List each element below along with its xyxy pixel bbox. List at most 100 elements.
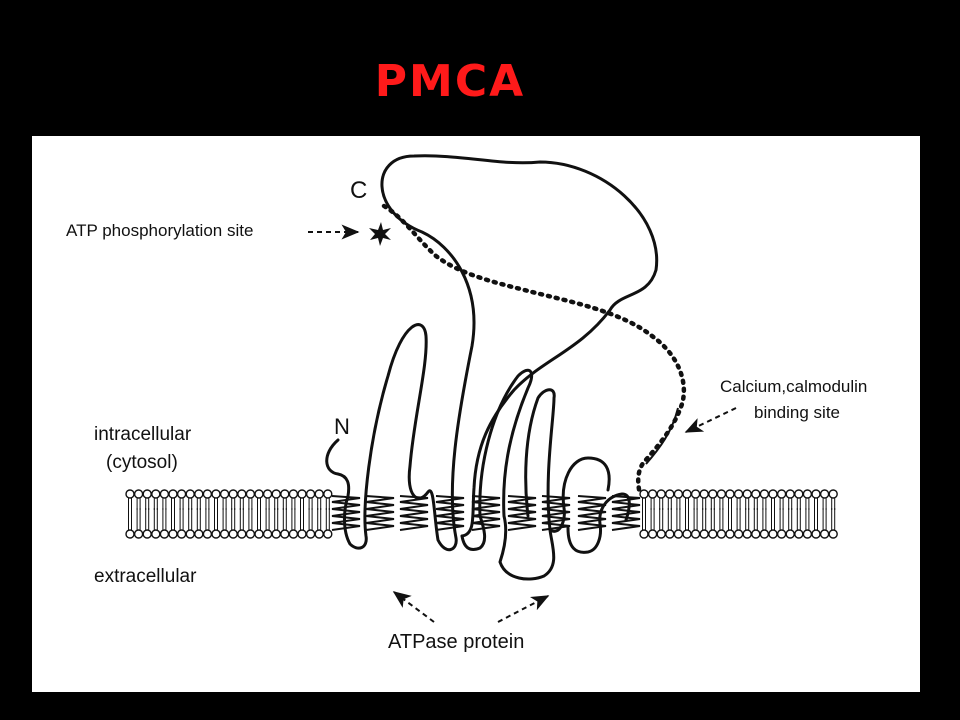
lipid-tail: [753, 508, 758, 530]
lipid-head: [682, 529, 692, 539]
lipid-tail: [188, 508, 193, 530]
lipid-head: [725, 529, 735, 539]
lipid-head: [759, 529, 770, 539]
lipid-head: [151, 529, 161, 539]
protein-chain-2: [460, 368, 611, 581]
lipid-head: [185, 489, 195, 499]
lipid-head: [280, 489, 290, 499]
lipid-tail: [728, 508, 732, 530]
lipid-tail: [274, 508, 279, 530]
lipid-head: [168, 529, 178, 539]
lipid-head: [665, 529, 675, 539]
lipid-head: [262, 529, 273, 539]
lipid-tail: [308, 508, 313, 530]
lipid-head: [794, 489, 804, 499]
lipid-head: [656, 489, 666, 499]
lipid-tail: [831, 508, 836, 530]
lipid-head: [776, 489, 787, 499]
lipid-head: [751, 529, 761, 539]
helix-segment: [611, 495, 641, 531]
lipid-head: [142, 489, 152, 499]
lipid-head: [699, 529, 709, 539]
lipid-tail: [179, 508, 184, 530]
lipid-head: [794, 529, 804, 539]
lipid-head: [305, 529, 316, 539]
lipid-tail: [650, 508, 655, 530]
lipid-head: [665, 489, 675, 499]
lipid-head: [305, 489, 316, 499]
lipid-tail: [788, 508, 793, 530]
slide-title: PMCA: [374, 56, 526, 107]
lipid-tail: [248, 508, 253, 530]
lipid-tail: [265, 508, 270, 530]
lipid-head: [323, 529, 333, 539]
lipid-head: [733, 489, 744, 499]
lipid-head: [647, 489, 658, 499]
lipid-head: [151, 489, 161, 499]
lipid-head: [639, 489, 649, 499]
lipid-head: [211, 489, 221, 499]
lipid-tail: [659, 508, 664, 530]
c-terminal-tail: [381, 203, 687, 497]
lipid-head: [811, 489, 821, 499]
lipid-head: [280, 529, 290, 539]
helix-segment: [577, 495, 607, 531]
calmodulin-label-line1: Calcium,calmodulin: [720, 377, 867, 396]
lipid-tail: [145, 508, 150, 530]
extracellular-label: extracellular: [94, 566, 197, 587]
lipid-tail: [171, 508, 175, 530]
lipid-head: [125, 529, 135, 539]
lipid-head: [682, 489, 692, 499]
lipid-head: [323, 489, 333, 499]
lipid-tail: [222, 508, 227, 530]
helix-segment: [435, 495, 465, 531]
lipid-tail: [136, 508, 141, 530]
lipid-tail: [771, 508, 775, 530]
lipid-head: [125, 489, 135, 499]
cytosol-label: (cytosol): [106, 452, 178, 473]
lipid-head: [288, 489, 299, 499]
lipid-head: [751, 489, 761, 499]
lipid-head: [297, 489, 307, 499]
lipid-head: [742, 529, 752, 539]
lipid-head: [802, 489, 813, 499]
lipid-head: [159, 529, 170, 539]
lipid-tail: [300, 508, 304, 530]
lipid-head: [759, 489, 770, 499]
lipid-head: [185, 529, 195, 539]
lipid-head: [802, 529, 813, 539]
lipid-head: [776, 529, 787, 539]
lipid-head: [211, 529, 221, 539]
intracellular-label: intracellular: [94, 424, 192, 445]
lipid-head: [690, 529, 701, 539]
lipid-tail: [805, 508, 810, 530]
lipid-head: [237, 489, 247, 499]
helix-segment: [471, 495, 501, 531]
lipid-tail: [257, 508, 261, 530]
lipid-head: [194, 489, 204, 499]
transmembrane-helices: [331, 495, 641, 531]
lipid-head: [262, 489, 273, 499]
lipid-tail: [685, 508, 689, 530]
lipid-head: [647, 529, 658, 539]
lipid-head: [785, 489, 795, 499]
lipid-tail: [239, 508, 244, 530]
lipid-head: [194, 529, 204, 539]
lipid-head: [133, 489, 144, 499]
lipid-tail: [162, 508, 167, 530]
lipid-tail: [282, 508, 287, 530]
lipid-head: [254, 529, 264, 539]
lipid-head: [288, 529, 299, 539]
atp-site-label: ATP phosphorylation site: [66, 221, 253, 240]
lipid-head: [168, 489, 178, 499]
lipid-head: [716, 529, 727, 539]
lipid-head: [716, 489, 727, 499]
lipid-tail: [796, 508, 801, 530]
lipid-head: [811, 529, 821, 539]
lipid-head: [673, 489, 684, 499]
lipid-head: [828, 489, 838, 499]
lipid-tail: [153, 508, 158, 530]
protein-chain: [325, 154, 659, 552]
lipid-tail: [291, 508, 296, 530]
lipid-tail: [231, 508, 236, 530]
